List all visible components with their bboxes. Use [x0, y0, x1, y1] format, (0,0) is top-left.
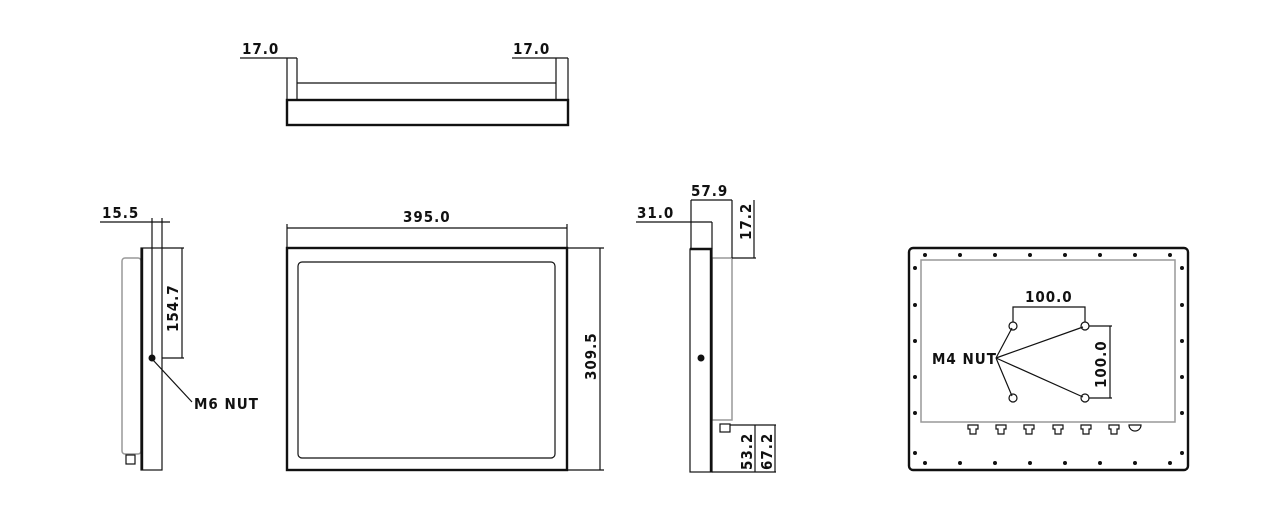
top-dim-left: 17.0 [242, 40, 279, 58]
left-dim-depth: 15.5 [102, 204, 139, 222]
rear-view: 100.0 100.0 M4 NUT [907, 246, 1190, 472]
front-dim-height: 309.5 [582, 332, 600, 380]
top-dim-right: 17.0 [513, 40, 550, 58]
front-dim-width: 395.0 [403, 208, 451, 226]
nut-icon [697, 354, 705, 362]
right-dim-depth: 31.0 [637, 204, 674, 222]
top-view: 17.0 17.0 [240, 40, 570, 127]
connectors [967, 424, 1142, 435]
right-dim-top-offset: 17.2 [737, 203, 755, 240]
m4-nut-label: M4 NUT [932, 350, 997, 368]
front-view: 395.0 309.5 [285, 208, 604, 472]
right-dim-total-depth: 57.9 [691, 182, 728, 200]
m6-nut-icon [148, 354, 156, 362]
bolt-holes [913, 253, 1184, 465]
left-side-view: 15.5 154.7 M6 NUT [100, 204, 259, 471]
m6-nut-label: M6 NUT [194, 395, 259, 413]
right-dim-bottom-1: 53.2 [738, 433, 756, 470]
vesa-holes [1008, 321, 1090, 403]
right-side-view: 31.0 57.9 17.2 53.2 67.2 [636, 182, 776, 473]
right-dim-bottom-2: 67.2 [758, 433, 776, 470]
left-dim-nut-height: 154.7 [164, 284, 182, 332]
rear-dim-vesa-v: 100.0 [1092, 340, 1110, 388]
rear-dim-vesa-h: 100.0 [1025, 288, 1073, 306]
